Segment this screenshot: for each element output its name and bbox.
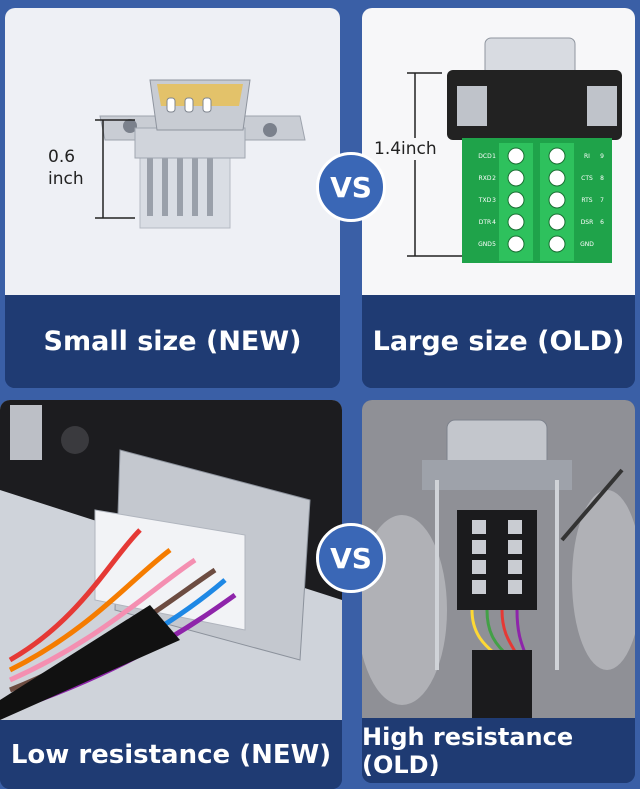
- pin-label: TXD: [478, 197, 492, 204]
- pin-number: 4: [492, 219, 496, 226]
- low-resistance-caption: Low resistance (NEW): [0, 720, 342, 789]
- low-resistance-image: [0, 400, 342, 720]
- pin-labels-right: RI CTS RTS DSR GND: [576, 146, 598, 256]
- pin-number: 9: [600, 153, 604, 160]
- pin-number: 5: [492, 241, 496, 248]
- pin-number: 8: [600, 175, 604, 182]
- panel-large-size: 1.4inch DCD RXD TXD DTR GND 1 2 3 4 5 RI…: [362, 8, 635, 388]
- pin-numbers-right: 9 8 7 6: [598, 146, 606, 234]
- panel-small-size: 0.6 inch Small size (NEW): [5, 8, 340, 388]
- pin-number: 6: [600, 219, 604, 226]
- pin-label: DTR: [478, 219, 492, 226]
- pin-label: GND: [478, 241, 492, 248]
- small-dimension-unit: inch: [48, 169, 84, 189]
- pin-labels-left: DCD RXD TXD DTR GND: [474, 146, 496, 256]
- small-size-caption: Small size (NEW): [5, 295, 340, 388]
- small-dimension-label: 0.6 inch: [48, 146, 84, 190]
- pin-label: RI: [584, 153, 590, 160]
- pin-label: RTS: [581, 197, 593, 204]
- large-dimension-label: 1.4inch: [374, 138, 437, 160]
- pin-label: CTS: [581, 175, 593, 182]
- vs-badge-top: VS: [316, 152, 386, 222]
- pin-label: DSR: [580, 219, 594, 226]
- pin-label: GND: [580, 241, 594, 248]
- pin-number: 2: [492, 175, 496, 182]
- small-connector-image: [5, 8, 340, 295]
- pin-number: 1: [492, 153, 496, 160]
- panel-high-resistance: High resistance (OLD): [362, 400, 635, 783]
- pin-label: DCD: [478, 153, 492, 160]
- large-terminal-board-image: [362, 8, 635, 295]
- panel-low-resistance: Low resistance (NEW): [0, 400, 342, 789]
- pin-label: RXD: [478, 175, 492, 182]
- large-size-caption: Large size (OLD): [362, 295, 635, 388]
- pin-number: 7: [600, 197, 604, 204]
- pin-number: 3: [492, 197, 496, 204]
- vs-badge-bottom: VS: [316, 523, 386, 593]
- high-resistance-image: [362, 400, 635, 718]
- pin-numbers-left: 1 2 3 4 5: [490, 146, 498, 256]
- high-resistance-caption: High resistance (OLD): [362, 718, 635, 783]
- small-dimension-value: 0.6: [48, 147, 76, 167]
